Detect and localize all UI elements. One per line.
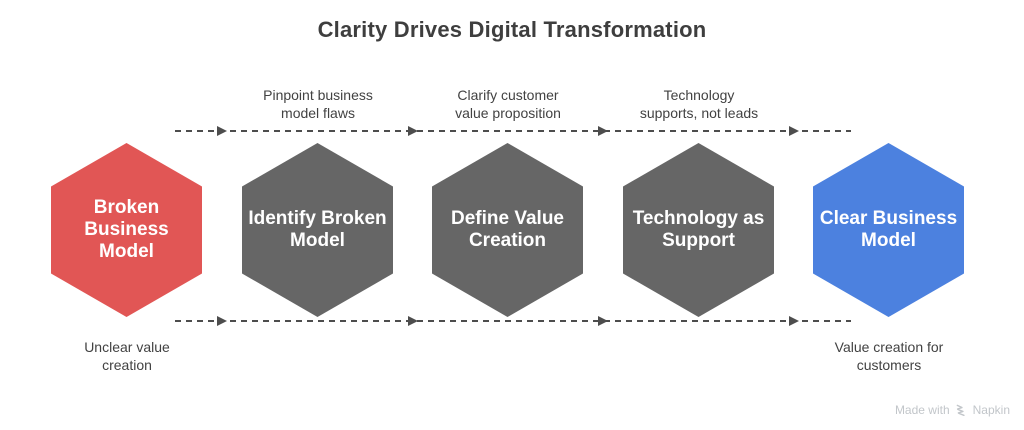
stage-label: Broken Business Model [84,197,169,262]
hexagon-broken-business-model: Broken Business Model [51,143,202,317]
transition-label-2: Clarify customer value proposition [455,87,561,121]
watermark: Made with Napkin [895,403,1010,417]
hexagon-technology-as-support: Technology as Support [623,143,774,317]
hexagon-define-value-creation: Define Value Creation [432,143,583,317]
stage-label: Technology as Support [632,208,765,251]
napkin-logo-icon [956,404,965,416]
stage-label: Identify Broken Model [248,208,387,251]
flow-arrow-top [175,126,851,136]
diagram-title: Clarity Drives Digital Transformation [317,17,707,42]
end-note: Value creation for customers [834,339,944,373]
arrowhead-icons [217,126,799,136]
transition-label-1: Pinpoint business model flaws [263,87,373,121]
transition-label-3: Technology supports, not leads [639,87,759,121]
arrowhead-icons [217,316,799,326]
watermark-brand: Napkin [972,403,1010,417]
flow-arrow-bottom [175,316,851,326]
hexagon-clear-business-model: Clear Business Model [813,143,964,317]
start-note: Unclear value creation [84,339,170,373]
stage-label: Define Value Creation [451,208,564,251]
hexagon-identify-broken-model: Identify Broken Model [242,143,393,317]
stage-label: Clear Business Model [819,208,958,251]
watermark-prefix: Made with [894,403,950,417]
